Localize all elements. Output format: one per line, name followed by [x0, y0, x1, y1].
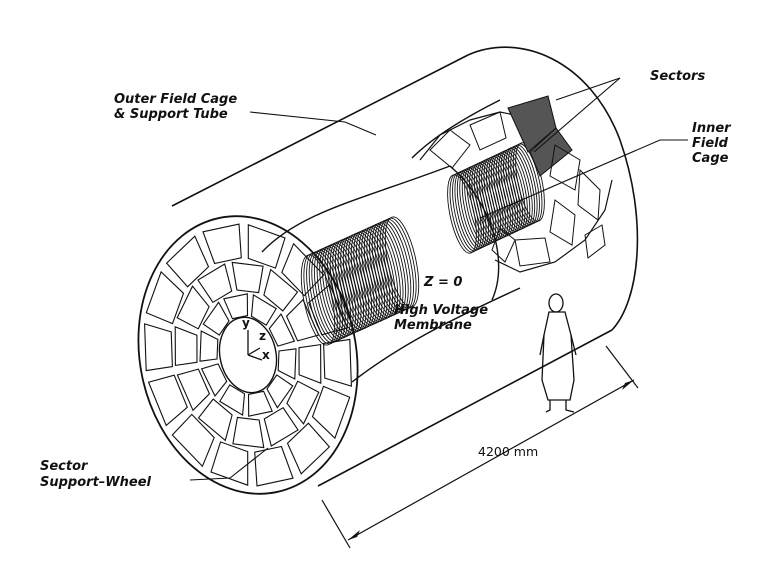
- wheel-cell: [176, 285, 210, 330]
- leader-outer-field-cage: [249, 111, 377, 136]
- wheel-cell: [145, 270, 185, 325]
- wheel-cell: [232, 416, 265, 449]
- wheel-cell: [174, 325, 198, 367]
- cutaway-back-edge: [411, 99, 501, 159]
- leader-inner-field-cage: [479, 139, 688, 219]
- person-scale-figure: [539, 293, 577, 413]
- wheel-cell: [285, 298, 320, 342]
- wheel-cell: [202, 223, 242, 265]
- wheel-cell: [286, 380, 320, 425]
- wheel-cell: [231, 261, 264, 294]
- wheel-cell: [266, 374, 294, 409]
- wheel-cell: [323, 338, 352, 387]
- wheel-cell: [263, 268, 299, 312]
- label-sector: Sector: [40, 459, 89, 474]
- leader-sectors-1: [555, 77, 621, 101]
- inner-cage-winding: [515, 142, 545, 222]
- outer-cylinder-bottom-edge: [317, 329, 613, 487]
- sector-highlight-2: [529, 127, 573, 177]
- dimension-extension-left: [321, 499, 351, 549]
- label-support-tube: & Support Tube: [114, 107, 228, 122]
- label-outer-field-cage: Outer Field Cage: [114, 92, 237, 107]
- label-sectors: Sectors: [650, 69, 705, 84]
- wheel-cell: [171, 413, 215, 468]
- front-sector-wheel: [137, 215, 359, 495]
- wheel-cell: [247, 390, 273, 417]
- leader-sector-wheel: [189, 447, 269, 481]
- person-legs: [545, 400, 575, 413]
- wheel-cell: [144, 323, 173, 372]
- wheel-cell: [199, 330, 219, 362]
- dimension-label: 4200 mm: [478, 444, 538, 459]
- dimension-line: 4200 mm: [321, 345, 639, 549]
- wheel-cell: [223, 293, 249, 320]
- label-high-voltage: High Voltage: [394, 303, 488, 318]
- wheel-cell: [247, 224, 286, 269]
- wheel-cell: [286, 422, 331, 475]
- wheel-cell: [281, 242, 325, 297]
- wheel-cell: [200, 363, 228, 398]
- axis-y-label: y: [242, 316, 250, 330]
- wheel-cell: [197, 263, 233, 304]
- coordinate-axes: y z x: [242, 316, 270, 362]
- dimension-arrowhead-right: [622, 380, 634, 390]
- outer-cylinder: [171, 46, 639, 487]
- back-wheel-outline-lower: [494, 179, 613, 273]
- axis-x-label: x: [262, 348, 270, 362]
- back-sector-wheel: [419, 95, 613, 273]
- wheel-cell: [308, 283, 349, 336]
- leader-lines: [189, 77, 688, 481]
- wheel-cell: [268, 312, 296, 347]
- labels: Outer Field Cage & Support Tube Sectors …: [40, 69, 732, 490]
- outer-cylinder-top-edge: [171, 54, 469, 207]
- label-cage: Cage: [692, 151, 729, 166]
- label-field: Field: [692, 136, 729, 151]
- cutaway-top-edge: [261, 165, 451, 253]
- wheel-cell: [165, 235, 210, 288]
- wheel-cell: [210, 441, 249, 486]
- wheel-cell: [263, 406, 299, 447]
- inner-field-cage-back: [447, 142, 545, 254]
- front-wheel-hub: [218, 316, 278, 394]
- label-support-wheel: Support–Wheel: [40, 475, 152, 490]
- person-body: [541, 311, 575, 401]
- dimension-arrowhead-left: [348, 530, 360, 540]
- wheel-cell: [147, 374, 188, 427]
- back-wheel-cells: [429, 111, 606, 267]
- leader-sectors-2: [533, 77, 621, 153]
- wheel-cell: [277, 348, 297, 380]
- cutaway-bottom-edge: [351, 287, 521, 383]
- inner-cage-winding: [384, 216, 420, 308]
- x-axis-line: [247, 354, 263, 361]
- wheel-cell: [250, 293, 277, 326]
- label-membrane: Membrane: [394, 318, 472, 333]
- label-z-zero: Z = 0: [423, 275, 462, 290]
- z-axis-line: [247, 347, 261, 356]
- wheel-cell: [311, 385, 351, 440]
- label-inner: Inner: [692, 121, 732, 136]
- wheel-cell: [254, 445, 294, 487]
- front-wheel-rim: [137, 215, 359, 495]
- outer-cylinder-back-rim: [467, 46, 639, 331]
- axis-z-label: z: [259, 329, 266, 343]
- person-arms: [539, 334, 577, 356]
- front-wheel-cells: [144, 223, 352, 487]
- wheel-cell: [298, 343, 322, 385]
- wheel-cell: [197, 398, 233, 442]
- dimension-arrow-line: [347, 379, 635, 541]
- wheel-cell: [176, 368, 211, 412]
- wheel-cell: [202, 301, 230, 336]
- wheel-cell: [219, 384, 246, 417]
